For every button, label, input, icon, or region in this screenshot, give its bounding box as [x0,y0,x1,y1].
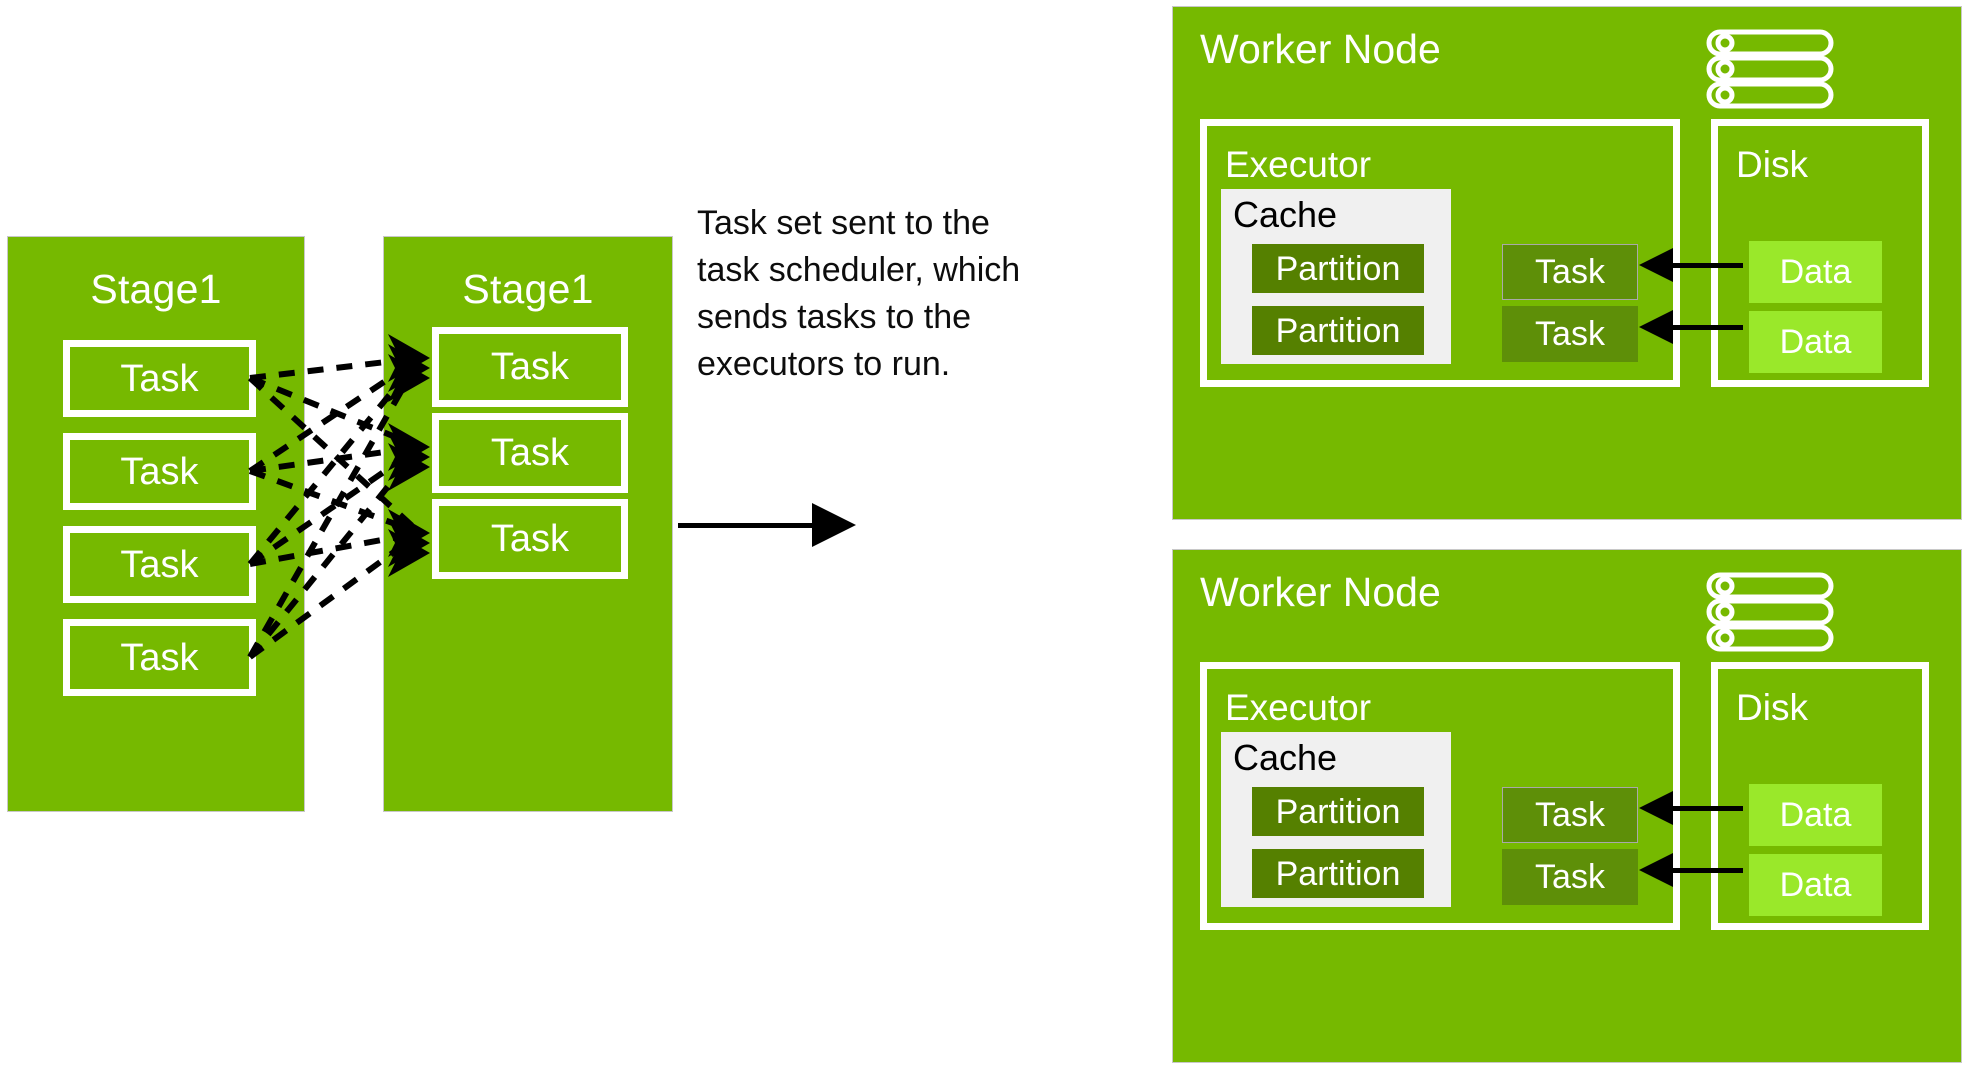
worker-node-1-task-0[interactable]: Task [1502,787,1638,843]
stage-source-task-3[interactable]: Task [63,619,256,696]
worker-node-0-data-0[interactable]: Data [1749,241,1882,303]
scheduler-caption: Task set sent to the task scheduler, whi… [697,204,1021,383]
worker-node-0-data-1[interactable]: Data [1749,311,1882,373]
stage-box-target: Stage1 Task Task Task [383,236,673,812]
server-stack-icon [1706,29,1834,109]
worker-node-0-disk: Disk Data Data [1711,119,1929,387]
server-stack-icon [1706,572,1834,652]
worker-node-0: Worker Node Executor Cache Partition Par… [1172,6,1962,520]
worker-node-1-partition-0[interactable]: Partition [1252,787,1424,836]
worker-node-1-title: Worker Node [1200,569,1441,615]
worker-node-0-task-1[interactable]: Task [1502,306,1638,362]
arrow-shaft [1671,263,1743,268]
arrow-left-icon [1639,791,1673,825]
stage-target-task-2[interactable]: Task [432,499,628,579]
stage-title-target: Stage1 [462,266,594,312]
worker-node-1-executor-label: Executor [1225,687,1372,728]
worker-node-1-task-1[interactable]: Task [1502,849,1638,905]
stage-box-source: Stage1 Task Task Task Task [7,236,305,812]
worker-node-1-disk-label: Disk [1736,687,1808,728]
arrow-shaft [678,523,818,528]
stage-target-task-0[interactable]: Task [432,327,628,407]
stage-title-source: Stage1 [90,266,222,312]
arrow-shaft [1671,868,1743,873]
worker-node-0-executor: Executor Cache Partition Partition Task … [1200,119,1680,387]
stage-target-task-1[interactable]: Task [432,413,628,493]
worker-node-1-cache: Cache Partition Partition [1221,732,1451,907]
arrow-left-icon [1639,310,1673,344]
stage-source-task-0[interactable]: Task [63,340,256,417]
worker-node-0-cache-label: Cache [1233,194,1338,235]
arrow-shaft [1671,325,1743,330]
worker-node-0-disk-label: Disk [1736,144,1808,185]
arrow-left-icon [1639,248,1673,282]
worker-node-1-cache-label: Cache [1233,737,1338,778]
worker-node-1-executor: Executor Cache Partition Partition Task … [1200,662,1680,930]
worker-node-1-data-1[interactable]: Data [1749,854,1882,916]
stage-source-task-2[interactable]: Task [63,526,256,603]
worker-node-0-executor-label: Executor [1225,144,1372,185]
worker-node-1: Worker Node Executor Cache Partition Par… [1172,549,1962,1063]
arrow-right-icon [812,503,856,547]
worker-node-0-partition-0[interactable]: Partition [1252,244,1424,293]
worker-node-1-partition-1[interactable]: Partition [1252,849,1424,898]
arrow-left-icon [1639,853,1673,887]
worker-node-0-title: Worker Node [1200,26,1441,72]
worker-node-0-partition-1[interactable]: Partition [1252,306,1424,355]
worker-node-0-task-0[interactable]: Task [1502,244,1638,300]
worker-node-1-disk: Disk Data Data [1711,662,1929,930]
worker-node-1-data-0[interactable]: Data [1749,784,1882,846]
worker-node-0-cache: Cache Partition Partition [1221,189,1451,364]
stage-source-task-1[interactable]: Task [63,433,256,510]
arrow-shaft [1671,806,1743,811]
